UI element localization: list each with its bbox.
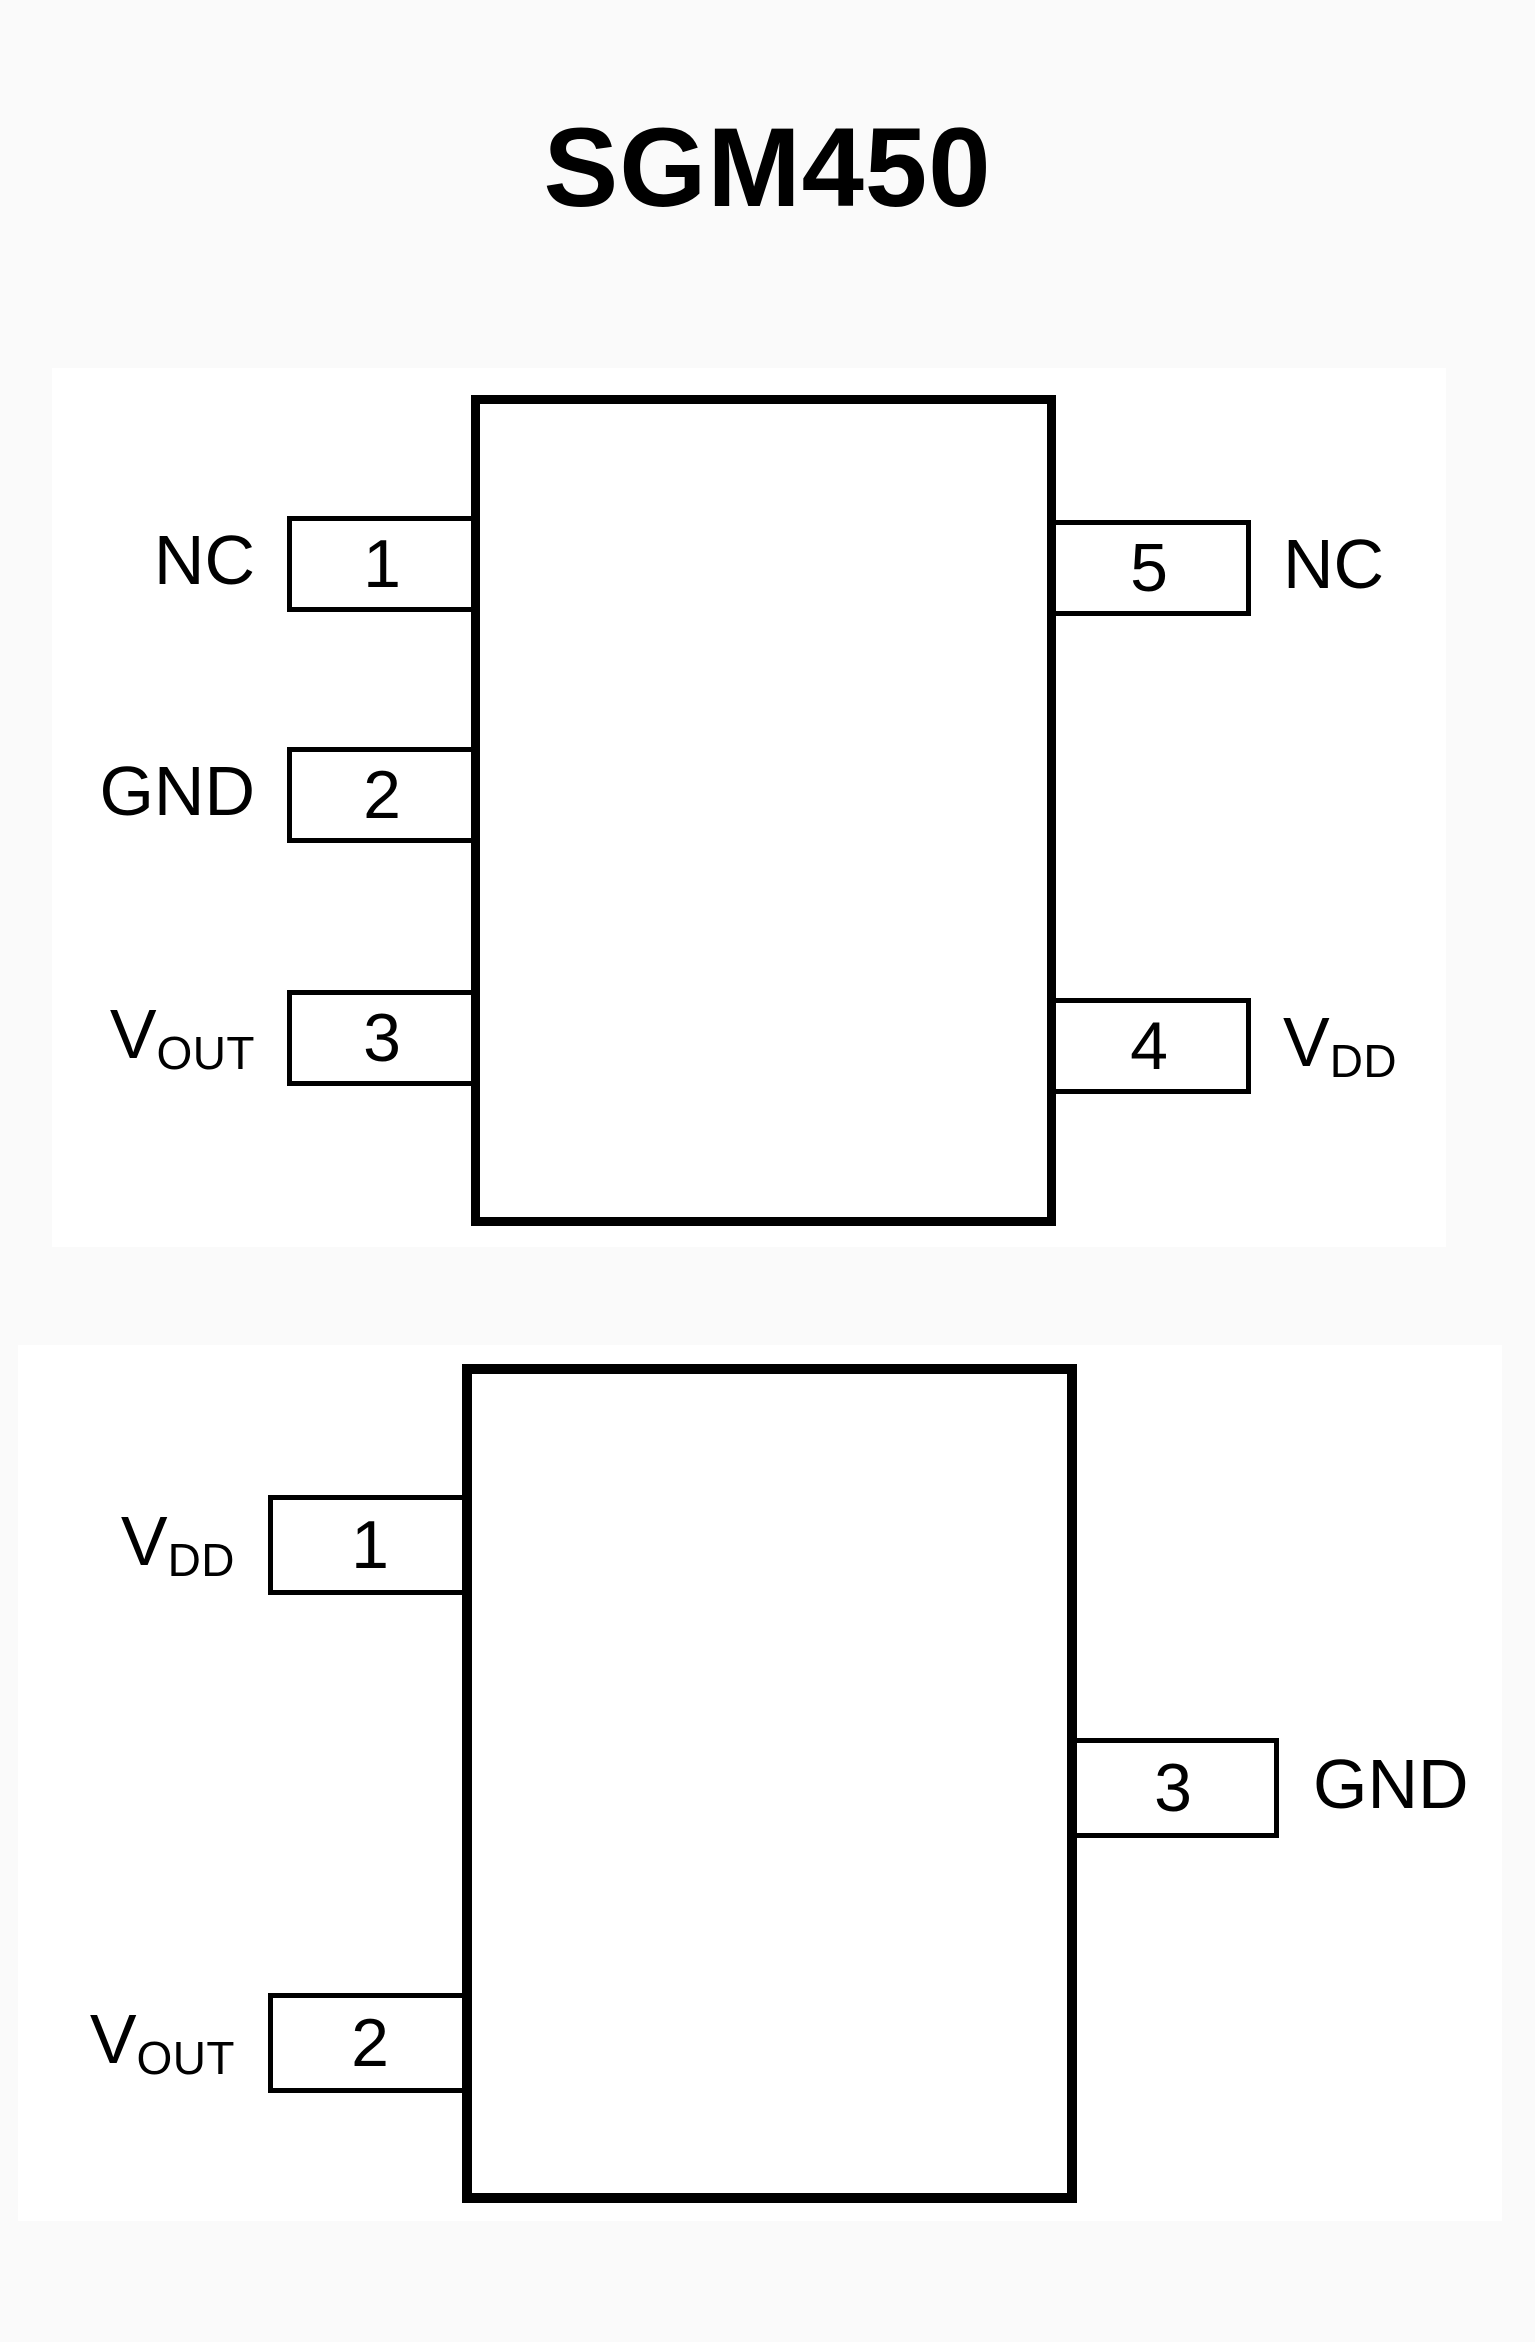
bottom-pin-number-1: 1: [351, 1507, 389, 1583]
bottom-pin-box-3: 3: [1067, 1738, 1279, 1838]
top-pin-box-4: 4: [1047, 998, 1251, 1094]
pin-label-text: NC: [153, 521, 255, 600]
bottom-pin-number-3: 3: [1154, 1750, 1192, 1826]
bottom-pin-box-2: 2: [268, 1993, 472, 2093]
pin-label-subscript: DD: [167, 1534, 235, 1587]
bottom-pin-label-vdd-1: VDD: [30, 1495, 235, 1595]
top-pin-number-2: 2: [363, 757, 401, 833]
top-pin-number-1: 1: [363, 526, 401, 602]
pin-label-text: V: [89, 2000, 137, 2079]
top-pin-box-1: 1: [287, 516, 477, 612]
top-pin-number-5: 5: [1130, 530, 1168, 606]
pin-label-text: V: [120, 1502, 168, 1581]
bottom-pin-number-2: 2: [351, 2005, 389, 2081]
top-pin-box-2: 2: [287, 747, 477, 843]
pin-label-text: GND: [99, 752, 255, 831]
top-pin-label-nc-1: NC: [40, 516, 255, 612]
top-package-body: [471, 395, 1056, 1226]
pin-label-subscript: OUT: [156, 1027, 255, 1080]
pin-label-subscript: DD: [1329, 1035, 1398, 1088]
top-pin-number-4: 4: [1130, 1008, 1168, 1084]
chip-title: SGM450: [543, 105, 992, 230]
bottom-pin-box-1: 1: [268, 1495, 472, 1595]
top-pin-label-gnd-2: GND: [40, 747, 255, 843]
bottom-pin-label-gnd-3: GND: [1313, 1738, 1533, 1838]
pin-label-text: NC: [1283, 525, 1385, 604]
pin-label-subscript: OUT: [136, 2032, 235, 2085]
top-pin-number-3: 3: [363, 1000, 401, 1076]
pin-label-text: V: [1283, 1003, 1330, 1082]
top-pin-box-5: 5: [1047, 520, 1251, 616]
top-pin-box-3: 3: [287, 990, 477, 1086]
pin-label-text: GND: [1313, 1745, 1469, 1824]
top-pin-label-vout-3: VOUT: [40, 990, 255, 1086]
bottom-pin-label-vout-2: VOUT: [30, 1993, 235, 2093]
top-pin-label-nc-5: NC: [1283, 520, 1533, 616]
bottom-package-body: [462, 1364, 1077, 2203]
top-pin-label-vdd-4: VDD: [1283, 998, 1533, 1094]
pin-label-text: V: [109, 995, 157, 1074]
